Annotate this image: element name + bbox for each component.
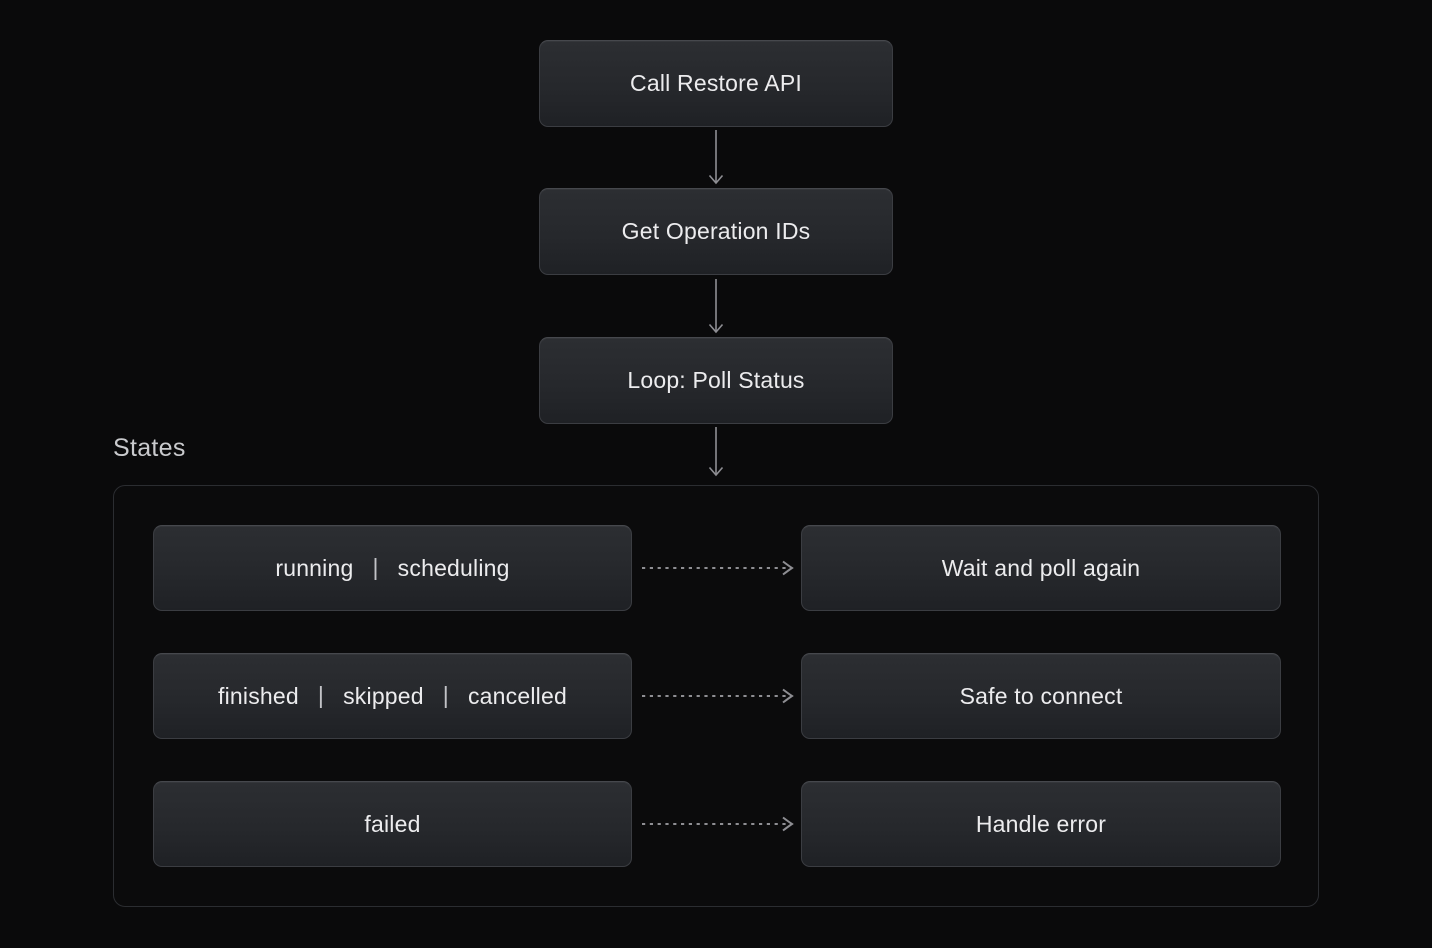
action-label: Safe to connect — [959, 682, 1123, 709]
state-box-failed: failed — [153, 781, 632, 867]
flow-node-label: Call Restore API — [630, 70, 802, 96]
dashed-arrow-right-icon — [642, 560, 794, 576]
flow-node-label: Loop: Poll Status — [627, 367, 805, 393]
state-label: failed — [364, 810, 421, 837]
pipe-separator: | — [317, 681, 325, 708]
state-label: cancelled — [467, 682, 567, 709]
pipe-separator: | — [372, 553, 379, 580]
flow-node-label: Get Operation IDs — [621, 218, 811, 244]
state-box-finished-skipped-cancelled: finished | skipped | cancelled — [153, 653, 632, 739]
arrow-down-icon — [708, 427, 724, 477]
state-label: running — [275, 554, 354, 581]
action-label: Handle error — [975, 810, 1107, 837]
flow-node-call-restore-api: Call Restore API — [539, 40, 893, 127]
state-label: finished — [218, 682, 299, 709]
states-group-label: States — [113, 434, 186, 462]
dashed-arrow-right-icon — [642, 688, 794, 704]
state-box-running-scheduling: running | scheduling — [153, 525, 632, 611]
pipe-separator: | — [442, 681, 449, 708]
flow-node-get-operation-ids: Get Operation IDs — [539, 188, 893, 275]
state-label: skipped — [343, 682, 424, 709]
state-label: scheduling — [397, 554, 510, 581]
arrow-down-icon — [708, 279, 724, 334]
flow-node-loop-poll-status: Loop: Poll Status — [539, 337, 893, 424]
arrow-down-icon — [708, 130, 724, 185]
action-box-wait-and-poll: Wait and poll again — [801, 525, 1281, 611]
action-label: Wait and poll again — [941, 554, 1141, 581]
action-box-handle-error: Handle error — [801, 781, 1281, 867]
dashed-arrow-right-icon — [642, 816, 794, 832]
action-box-safe-to-connect: Safe to connect — [801, 653, 1281, 739]
states-container: running | scheduling Wait and poll again… — [113, 485, 1319, 907]
